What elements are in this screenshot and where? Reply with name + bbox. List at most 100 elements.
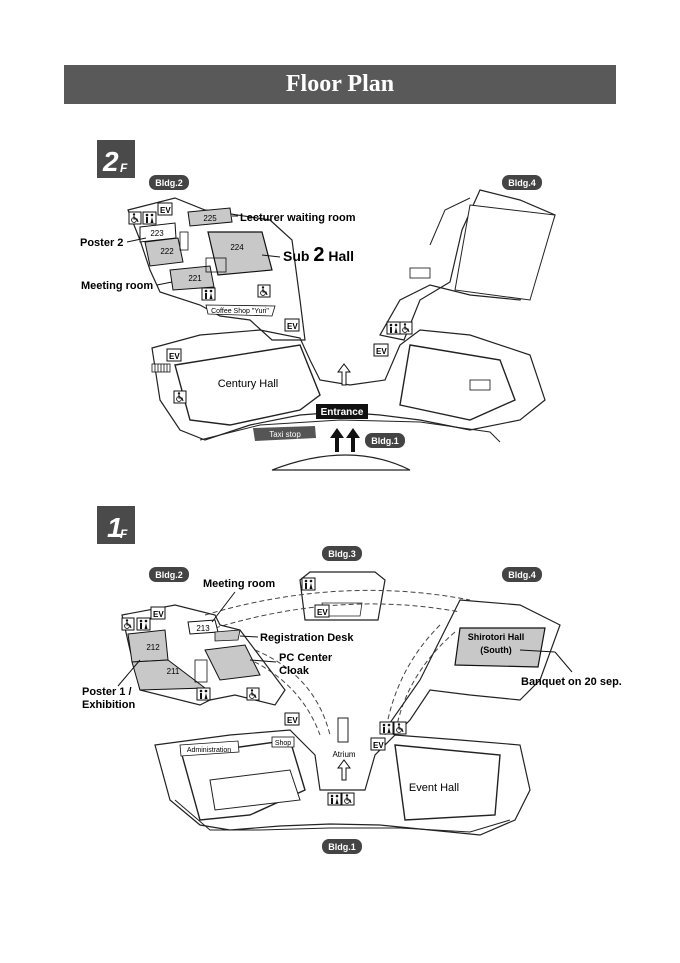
restroom-icon bbox=[386, 321, 401, 335]
svg-text:EV: EV bbox=[160, 206, 171, 215]
svg-text:211: 211 bbox=[167, 667, 180, 676]
bldg1-label-1f: Bldg.1 bbox=[322, 839, 362, 854]
callout-sub2-hall: Sub 2 Hall bbox=[261, 244, 354, 266]
svg-text:212: 212 bbox=[146, 643, 160, 652]
floor-badge-1f: 1 F bbox=[97, 506, 135, 544]
registration-desk-area[interactable] bbox=[214, 629, 241, 642]
svg-text:EV: EV bbox=[317, 608, 328, 617]
restroom-icon bbox=[327, 792, 342, 806]
elevator-icon: EV bbox=[284, 712, 300, 726]
svg-text:Sub 2 Hall: Sub 2 Hall bbox=[283, 244, 354, 266]
svg-text:Coffee Shop "Yuri": Coffee Shop "Yuri" bbox=[211, 308, 269, 315]
svg-text:EV: EV bbox=[376, 347, 387, 356]
svg-text:PC Center: PC Center bbox=[279, 652, 333, 664]
floor-badge-2f: 2 F bbox=[97, 140, 135, 178]
entrance-label[interactable]: Entrance bbox=[316, 404, 368, 419]
restroom-icon bbox=[201, 287, 216, 301]
floor-1f: 1 F Bldg.2 Bldg.3 Bldg.4 Bldg.1 bbox=[82, 506, 622, 854]
room-224[interactable]: 224 bbox=[207, 231, 273, 276]
svg-text:Administration: Administration bbox=[187, 747, 231, 754]
shop-label: Shop bbox=[271, 736, 295, 748]
elevator-icon: EV bbox=[150, 606, 166, 620]
room-212[interactable]: 212 bbox=[127, 629, 169, 663]
svg-text:(South): (South) bbox=[480, 645, 512, 655]
driveway-arc-2f bbox=[271, 454, 411, 471]
page-title: Floor Plan bbox=[64, 65, 616, 104]
entrance-arrow-icon bbox=[330, 363, 360, 452]
room-225[interactable]: 225 bbox=[187, 207, 233, 227]
svg-text:1: 1 bbox=[107, 512, 123, 543]
elevator-icon: EV bbox=[166, 348, 182, 362]
restroom-icon bbox=[379, 721, 394, 735]
elevator-icon: EV bbox=[157, 202, 173, 216]
event-hall-shape bbox=[394, 744, 501, 821]
accessible-icon bbox=[393, 721, 407, 735]
svg-text:Bldg.4: Bldg.4 bbox=[508, 178, 536, 188]
accessible-icon bbox=[399, 321, 413, 335]
room-211[interactable]: 211 bbox=[131, 659, 207, 691]
svg-text:Meeting room: Meeting room bbox=[203, 578, 275, 590]
room-221[interactable]: 221 bbox=[169, 265, 215, 291]
restroom-icon bbox=[301, 577, 316, 591]
svg-text:Bldg.2: Bldg.2 bbox=[155, 570, 183, 580]
svg-text:Meeting room: Meeting room bbox=[81, 280, 153, 292]
svg-text:Registration Desk: Registration Desk bbox=[260, 632, 354, 644]
svg-text:EV: EV bbox=[287, 716, 298, 725]
bldg1-main-2f bbox=[151, 329, 546, 441]
taxi-stop-label: Taxi stop bbox=[253, 426, 316, 441]
svg-text:221: 221 bbox=[188, 274, 202, 283]
svg-text:EV: EV bbox=[287, 322, 298, 331]
accessible-icon bbox=[173, 390, 187, 404]
svg-text:223: 223 bbox=[150, 229, 164, 238]
bldg3-shape-1f bbox=[299, 571, 386, 621]
svg-text:Lecturer waiting room: Lecturer waiting room bbox=[240, 212, 356, 224]
svg-text:224: 224 bbox=[230, 243, 244, 252]
accessible-icon bbox=[246, 687, 260, 701]
bldg1-main-1f bbox=[154, 729, 531, 836]
svg-text:Bldg.3: Bldg.3 bbox=[328, 549, 356, 559]
svg-text:213: 213 bbox=[196, 624, 210, 633]
shirotori-hall[interactable]: Shirotori Hall (South) bbox=[454, 627, 546, 668]
room-213[interactable]: 213 bbox=[187, 619, 219, 635]
pc-center-room[interactable] bbox=[204, 644, 261, 681]
accessible-icon bbox=[257, 284, 271, 298]
restroom-icon bbox=[136, 617, 151, 631]
floor-2f: 2 F Bldg.2 Bldg.4 Bldg.1 225 bbox=[80, 140, 556, 471]
connector-upper bbox=[204, 589, 471, 616]
event-hall-label: Event Hall bbox=[409, 782, 459, 794]
svg-text:Bldg.1: Bldg.1 bbox=[328, 842, 356, 852]
accessible-icon bbox=[128, 211, 142, 225]
bldg3-label-1f: Bldg.3 bbox=[322, 546, 362, 561]
bldg2-label-1f: Bldg.2 bbox=[149, 567, 189, 582]
svg-text:F: F bbox=[120, 161, 128, 175]
room-222[interactable]: 222 bbox=[144, 237, 184, 267]
svg-text:222: 222 bbox=[160, 247, 174, 256]
bldg4-label-2f: Bldg.4 bbox=[502, 175, 542, 190]
bldg2-label-2f: Bldg.2 bbox=[149, 175, 189, 190]
callout-meeting-1f: Meeting room bbox=[203, 578, 275, 623]
restroom-icon bbox=[196, 687, 211, 701]
bldg4-wing-1f bbox=[384, 599, 561, 736]
svg-text:Entrance: Entrance bbox=[321, 407, 364, 418]
elevator-icon: EV bbox=[370, 737, 386, 751]
svg-text:F: F bbox=[120, 527, 128, 541]
accessible-icon bbox=[341, 792, 355, 806]
elevator-icon: EV bbox=[284, 318, 300, 332]
svg-text:EV: EV bbox=[169, 352, 180, 361]
callout-poster2: Poster 2 bbox=[80, 237, 147, 249]
administration-label: Administration bbox=[179, 740, 240, 757]
svg-text:225: 225 bbox=[203, 214, 217, 223]
svg-text:EV: EV bbox=[373, 741, 384, 750]
svg-text:Poster 2: Poster 2 bbox=[80, 237, 123, 249]
callout-poster1: Poster 1 / Exhibition bbox=[82, 659, 141, 711]
svg-text:Bldg.2: Bldg.2 bbox=[155, 178, 183, 188]
atrium-arrow-icon bbox=[337, 759, 351, 781]
callout-lecturer: Lecturer waiting room bbox=[232, 212, 356, 224]
century-hall-label: Century Hall bbox=[218, 378, 279, 390]
atrium-label: Atrium bbox=[332, 750, 355, 759]
callout-registration: Registration Desk bbox=[239, 632, 354, 644]
svg-text:Shop: Shop bbox=[275, 740, 291, 747]
svg-text:Shirotori Hall: Shirotori Hall bbox=[468, 632, 525, 642]
svg-text:Exhibition: Exhibition bbox=[82, 699, 135, 711]
callout-banquet: Banquet on 20 sep. bbox=[519, 649, 622, 688]
